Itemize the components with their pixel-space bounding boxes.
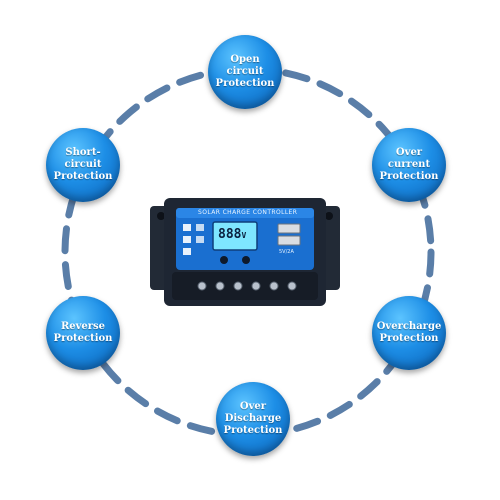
node-short-circuit-label: Short-circuit Protection (53, 147, 113, 182)
controller-banner: SOLAR CHARGE CONTROLLER (198, 209, 298, 216)
node-reverse: Reverse Protection (46, 296, 120, 370)
node-over-discharge-label: Over Discharge Protection (223, 401, 283, 436)
node-overcharge-label: Overcharge Protection (376, 321, 442, 344)
solar-charge-controller: SOLAR CHARGE CONTROLLER 888V 5V/2A (150, 198, 340, 306)
lcd-unit: V (241, 231, 247, 240)
usb-label: 5V/2A (279, 249, 294, 255)
node-over-discharge: Over Discharge Protection (216, 382, 290, 456)
node-short-circuit: Short-circuit Protection (46, 128, 120, 202)
node-over-current: Over current Protection (372, 128, 446, 202)
node-open-circuit-label: Open circuit Protection (215, 54, 275, 89)
controller-illustration (150, 198, 340, 306)
node-open-circuit: Open circuit Protection (208, 35, 282, 109)
node-over-current-label: Over current Protection (379, 147, 439, 182)
node-overcharge: Overcharge Protection (372, 296, 446, 370)
lcd-readout: 888V (218, 227, 246, 242)
node-reverse-label: Reverse Protection (53, 321, 113, 344)
lcd-value: 888 (218, 227, 242, 242)
